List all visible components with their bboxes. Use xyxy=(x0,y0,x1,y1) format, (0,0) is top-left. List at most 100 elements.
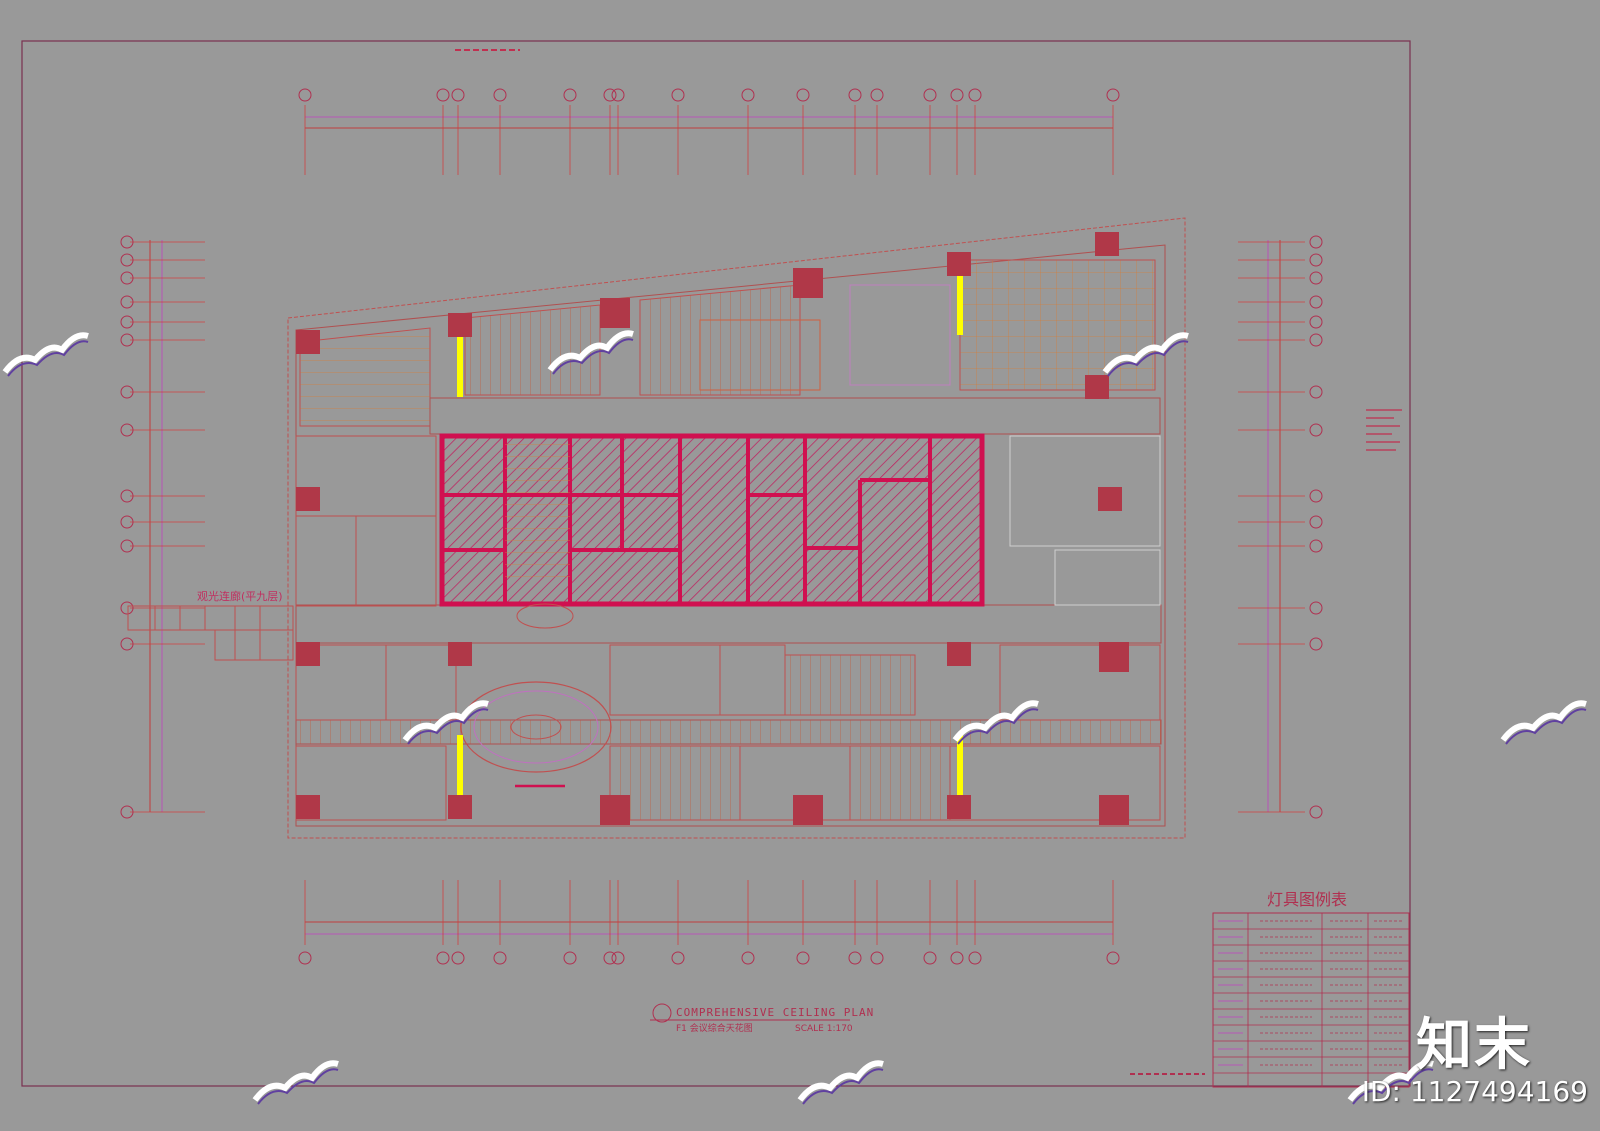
grid-bubble-icon xyxy=(1309,637,1323,651)
central-core xyxy=(439,433,985,607)
upper-rooms xyxy=(299,259,1156,427)
structural-column xyxy=(947,252,971,276)
top-dimension-lines xyxy=(304,105,1114,175)
watermark-stamp-icon xyxy=(0,322,90,382)
grid-bubble-icon xyxy=(120,805,134,819)
right-notes xyxy=(1366,409,1402,451)
grid-bubble-icon xyxy=(671,88,685,102)
watermark-stamp-icon xyxy=(545,320,635,380)
structural-column xyxy=(448,313,472,337)
yellow-accents xyxy=(457,275,963,800)
grid-bubble-icon xyxy=(120,637,134,651)
grid-bubble-icon xyxy=(120,315,134,329)
watermark-stamp-icon xyxy=(950,690,1040,750)
structural-column xyxy=(296,330,320,354)
grid-bubble-icon xyxy=(120,235,134,249)
structural-column xyxy=(448,795,472,819)
grid-bubble-icon xyxy=(1309,539,1323,553)
grid-bubble-icon xyxy=(451,951,465,965)
structural-column xyxy=(600,298,630,328)
grid-bubble-icon xyxy=(1309,315,1323,329)
grid-bubble-icon xyxy=(120,385,134,399)
grid-bubble-icon xyxy=(298,88,312,102)
grid-bubble-icon xyxy=(1309,295,1323,309)
grid-bubble-icon xyxy=(120,271,134,285)
top-grid-bubbles xyxy=(298,88,1120,102)
drawing-frame xyxy=(21,40,1411,1087)
grid-bubble-icon xyxy=(436,951,450,965)
grid-bubble-icon xyxy=(298,951,312,965)
watermark-id: ID: 1127494169 xyxy=(1361,1075,1588,1108)
grid-bubble-icon xyxy=(493,951,507,965)
structural-column xyxy=(296,642,320,666)
structural-column xyxy=(1099,795,1129,825)
plan-title: COMPREHENSIVE CEILING PLAN xyxy=(676,1006,874,1019)
watermark-logo: 知末 xyxy=(1416,1013,1532,1078)
watermark-stamp-icon xyxy=(1498,690,1588,750)
grid-bubble-icon xyxy=(603,88,617,102)
grid-bubble-icon xyxy=(1309,489,1323,503)
plan-scale: SCALE 1:170 xyxy=(795,1024,853,1034)
structural-column xyxy=(1085,375,1109,399)
corridor-label: 观光连廊(平九层) xyxy=(197,589,283,603)
grid-bubble-icon xyxy=(563,951,577,965)
structural-column xyxy=(1098,487,1122,511)
structural-column xyxy=(600,795,630,825)
structural-column xyxy=(947,795,971,819)
structural-column xyxy=(296,795,320,819)
legend-title: 灯具图例表 xyxy=(1267,890,1347,909)
grid-bubble-icon xyxy=(1106,951,1120,965)
grid-bubble-icon xyxy=(451,88,465,102)
grid-bubble-icon xyxy=(611,951,625,965)
watermark-stamp-icon xyxy=(795,1050,885,1110)
structural-column xyxy=(1099,642,1129,672)
grid-bubble-icon xyxy=(120,253,134,267)
grid-bubble-icon xyxy=(1309,333,1323,347)
watermark-stamp-icon xyxy=(1345,1050,1435,1110)
grid-bubble-icon xyxy=(848,88,862,102)
grid-bubble-icon xyxy=(120,423,134,437)
grid-bubble-icon xyxy=(870,88,884,102)
grid-bubble-icon xyxy=(1309,253,1323,267)
grid-bubble-icon xyxy=(968,88,982,102)
grid-bubble-icon xyxy=(120,515,134,529)
right-grid-bubbles xyxy=(1309,235,1323,819)
plan-subtitle: F1 会议综合天花图 xyxy=(676,1022,753,1034)
grid-bubble-icon xyxy=(950,88,964,102)
structural-column xyxy=(793,795,823,825)
grid-bubble-icon xyxy=(436,88,450,102)
drawing-title-block: COMPREHENSIVE CEILING PLAN F1 会议综合天花图 SC… xyxy=(650,1003,874,1034)
grid-bubble-icon xyxy=(870,951,884,965)
bottom-dimension-lines xyxy=(304,880,1114,945)
grid-bubble-icon xyxy=(120,539,134,553)
grid-bubble-icon xyxy=(1309,423,1323,437)
watermark-stamp-icon xyxy=(1100,322,1190,382)
grid-bubble-icon xyxy=(603,951,617,965)
lower-rooms xyxy=(609,644,951,821)
grid-bubble-icon xyxy=(950,951,964,965)
structural-column xyxy=(448,642,472,666)
grid-bubble-icon xyxy=(848,951,862,965)
corridor-extension xyxy=(127,605,294,661)
watermark-stamp-icon xyxy=(400,690,490,750)
grid-bubble-icon xyxy=(923,88,937,102)
grid-bubble-icon xyxy=(1309,385,1323,399)
grid-bubble-icon xyxy=(796,951,810,965)
bottom-grid-bubbles xyxy=(298,951,1120,965)
grid-bubble-icon xyxy=(563,88,577,102)
structural-column xyxy=(793,268,823,298)
grid-bubble-icon xyxy=(1309,271,1323,285)
left-dimension-lines xyxy=(130,240,205,813)
grid-bubble-icon xyxy=(923,951,937,965)
grid-bubble-icon xyxy=(1106,88,1120,102)
grid-bubble-icon xyxy=(968,951,982,965)
structural-column xyxy=(1095,232,1119,256)
grid-bubble-icon xyxy=(1309,515,1323,529)
structural-column xyxy=(296,487,320,511)
right-dimension-lines xyxy=(1238,240,1305,813)
grid-bubble-icon xyxy=(611,88,625,102)
grid-bubble-icon xyxy=(1309,601,1323,615)
spiral-stair-icon xyxy=(460,603,612,788)
structural-columns xyxy=(296,232,1129,825)
